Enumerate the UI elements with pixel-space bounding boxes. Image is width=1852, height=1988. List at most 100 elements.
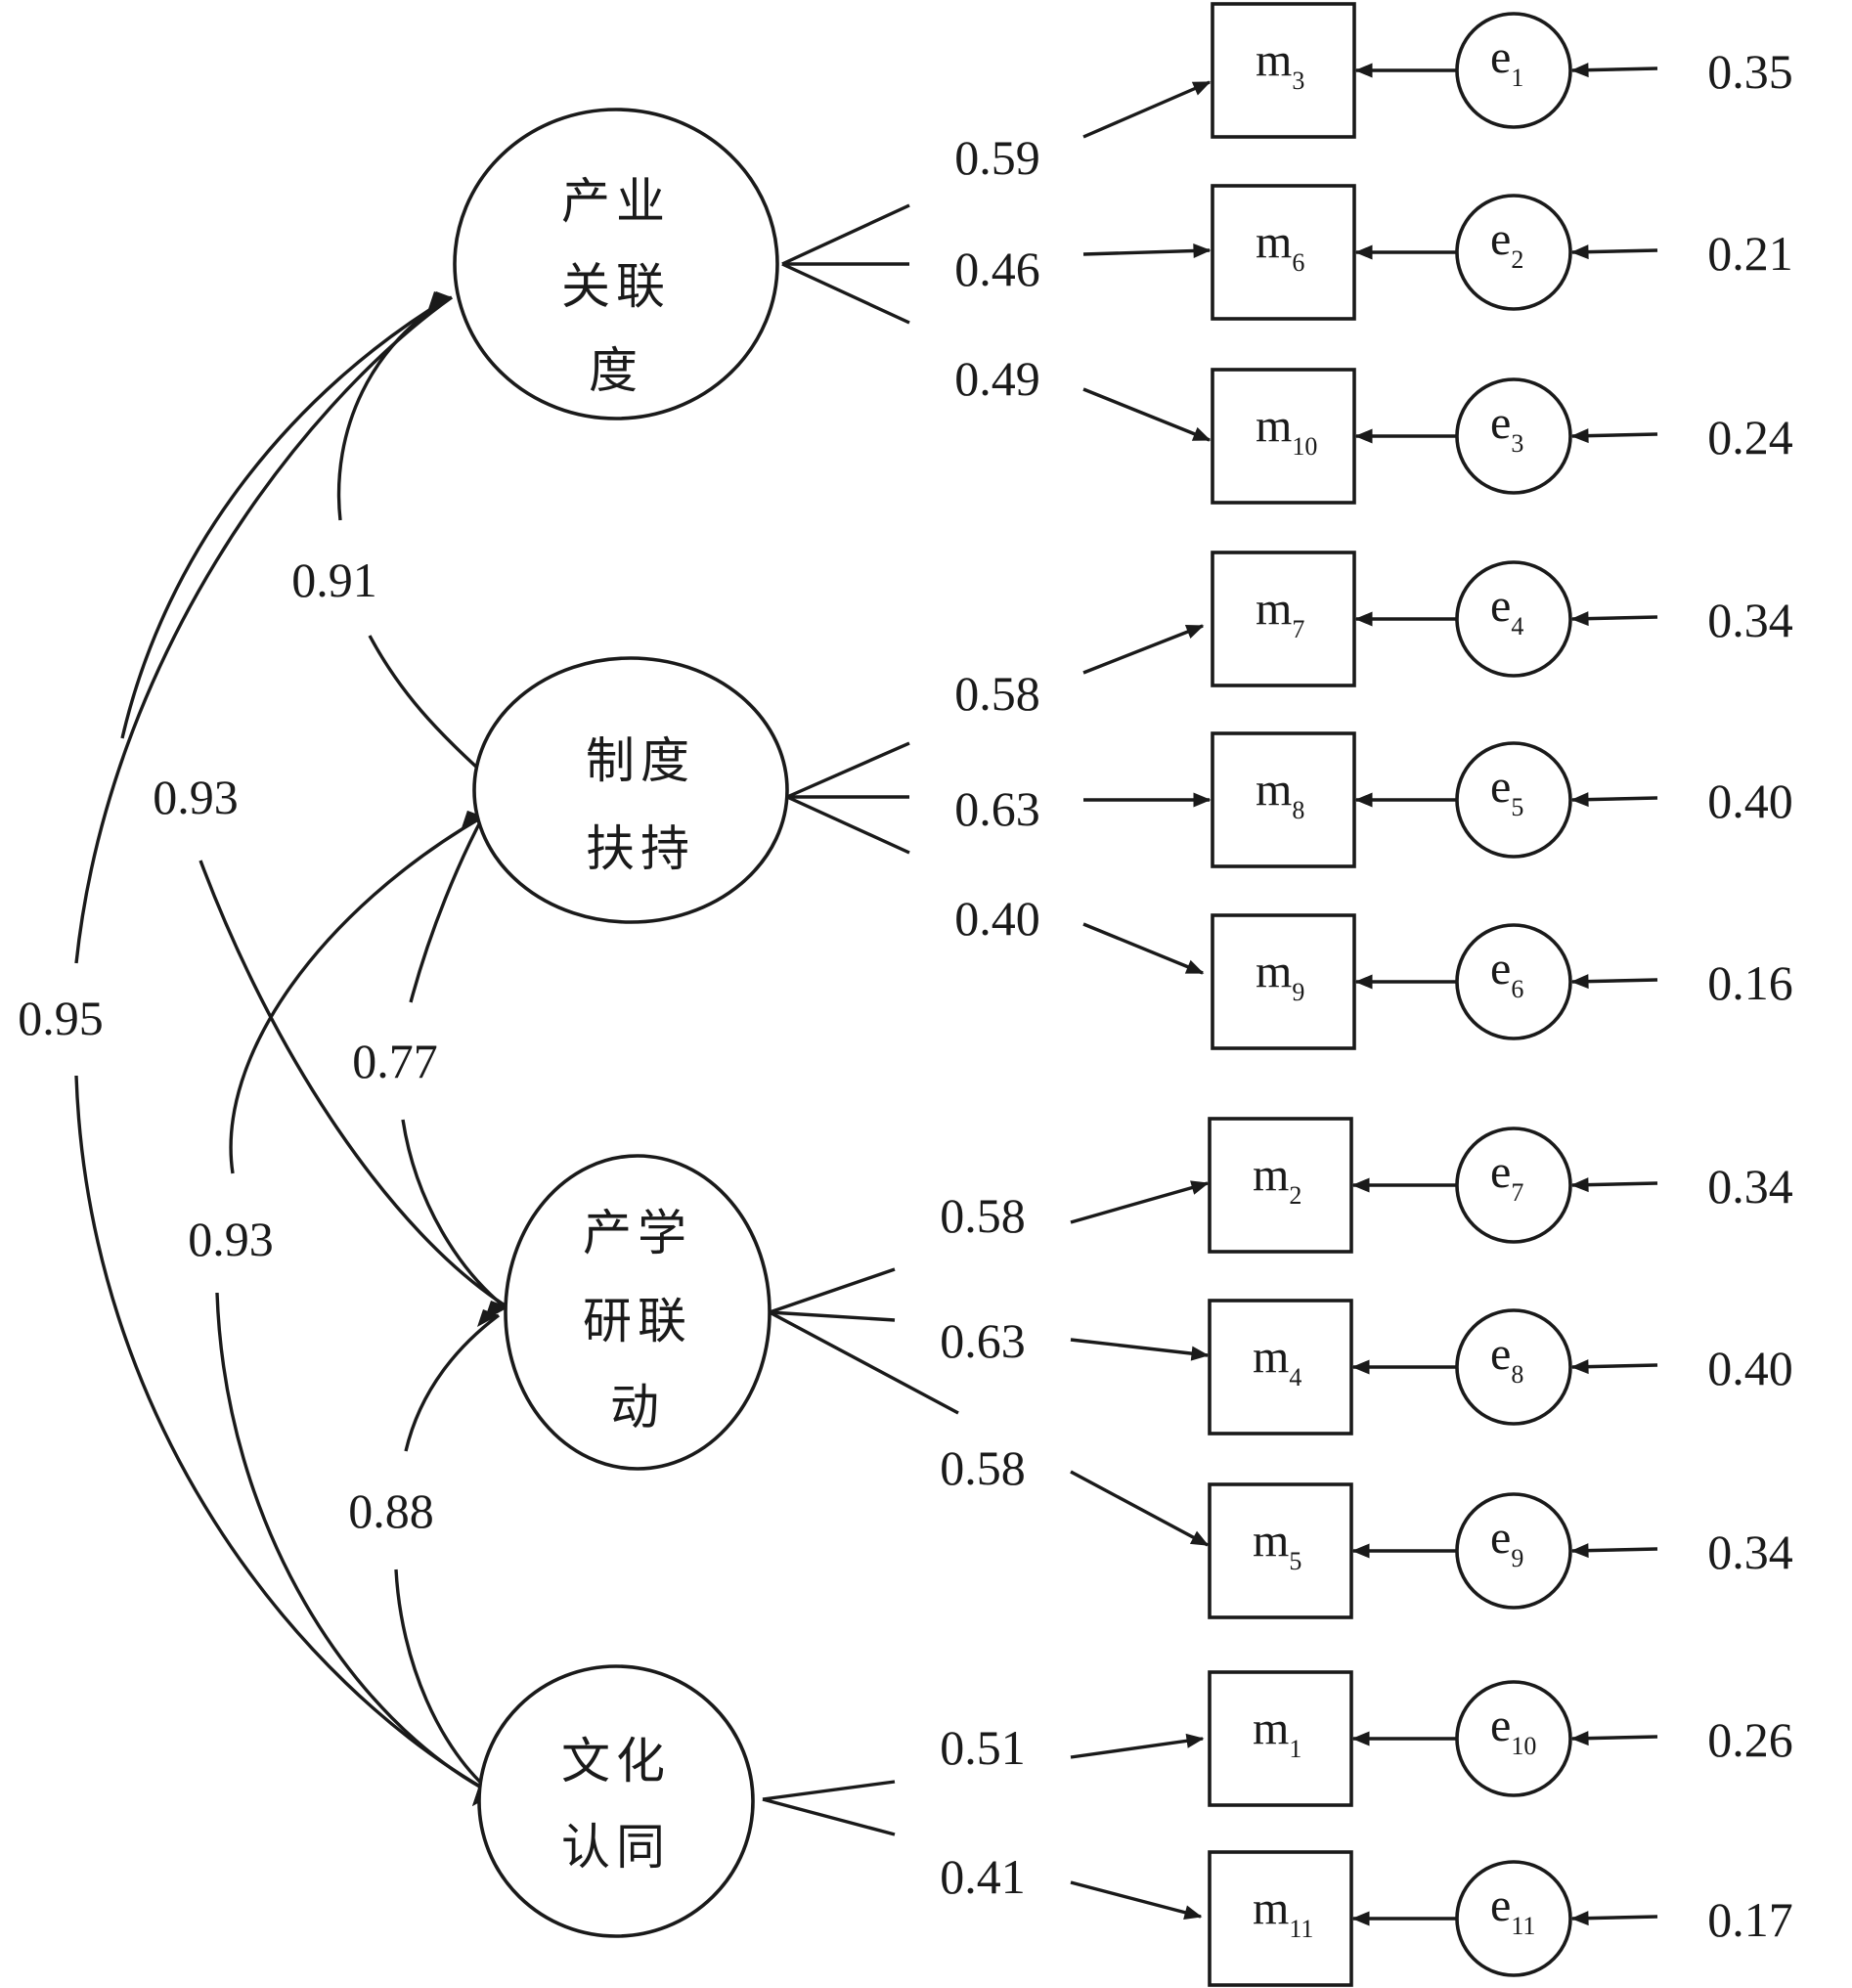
- factor-loading: 0.63: [954, 781, 1040, 836]
- error-variance: 0.34: [1707, 1524, 1793, 1579]
- indicator-label: m4: [1253, 1331, 1301, 1392]
- variance-arrow: [1570, 974, 1658, 990]
- error-circle: [1455, 1308, 1572, 1426]
- correlation-arc: [198, 860, 507, 1308]
- error-label: e5: [1490, 761, 1523, 821]
- variance-arrow: [1570, 1911, 1658, 1926]
- loading-arrow: [1082, 243, 1212, 259]
- factor-loading: 0.41: [940, 1849, 1026, 1904]
- latent-factor: [477, 1664, 755, 1938]
- error-label: e9: [1490, 1512, 1523, 1572]
- error-variance: 0.21: [1707, 226, 1793, 281]
- latent-label: 度: [589, 342, 643, 399]
- error-circle: [1455, 923, 1572, 1040]
- variance-arrow: [1570, 1177, 1658, 1193]
- error-circle: [1455, 377, 1572, 495]
- latent-label: 产业: [561, 173, 671, 230]
- loading-spoke: [762, 1797, 896, 1836]
- factor-loading: 0.59: [954, 130, 1040, 185]
- correlation-arc: [336, 295, 453, 521]
- factor-loading: 0.63: [940, 1313, 1026, 1368]
- variance-arrow: [1570, 792, 1658, 808]
- factor-loading: 0.49: [954, 351, 1040, 406]
- error-circle: [1455, 741, 1572, 859]
- loading-spoke: [769, 1310, 959, 1415]
- indicator-label: m2: [1253, 1149, 1301, 1210]
- correlation-value: 0.95: [18, 991, 104, 1045]
- variance-arrow: [1570, 63, 1658, 78]
- latent-label: 认同: [561, 1819, 671, 1876]
- correlation-arc: [409, 816, 485, 1003]
- indicator-box: [1211, 551, 1356, 687]
- error-label: e11: [1490, 1879, 1535, 1940]
- loading-arrow: [1070, 1733, 1205, 1759]
- indicator-box: [1211, 731, 1356, 868]
- latent-factor: [504, 1154, 772, 1471]
- correlation-arc: [74, 1075, 495, 1796]
- indicator-box: [1208, 1299, 1353, 1436]
- error-variance: 0.34: [1707, 1159, 1793, 1214]
- loading-spoke: [781, 203, 910, 266]
- factor-loading: 0.58: [940, 1188, 1026, 1243]
- variance-arrow: [1570, 1359, 1658, 1375]
- loading-arrow: [1082, 387, 1212, 442]
- correlation-arrowhead: [428, 291, 450, 309]
- latent-label: 动: [610, 1379, 665, 1436]
- loading-arrow: [1082, 922, 1205, 975]
- indicator-box: [1208, 1482, 1353, 1619]
- factor-loading: 0.58: [954, 666, 1040, 721]
- error-label: e1: [1490, 31, 1523, 92]
- error-label: e7: [1490, 1146, 1523, 1207]
- variance-arrow: [1570, 1731, 1658, 1746]
- latent-factor: [472, 656, 789, 924]
- correlation-arc: [74, 295, 453, 964]
- indicator-box: [1208, 1117, 1353, 1254]
- correlation-arc: [394, 1568, 496, 1796]
- error-circle: [1455, 1127, 1572, 1244]
- loading-arrow: [1082, 624, 1205, 675]
- error-circle: [1455, 194, 1572, 311]
- indicator-label: m11: [1253, 1882, 1313, 1943]
- indicator-label: m7: [1256, 583, 1304, 643]
- indicator-label: m1: [1253, 1702, 1301, 1763]
- indicator-box: [1208, 1850, 1353, 1987]
- loading-arrow: [1070, 1180, 1210, 1224]
- correlation-arc: [404, 1313, 501, 1452]
- error-circle: [1455, 1860, 1572, 1977]
- loading-spoke: [769, 1267, 896, 1314]
- indicator-label: m6: [1256, 216, 1304, 277]
- loading-spoke: [781, 262, 910, 325]
- loading-arrow: [1082, 80, 1212, 139]
- indicator-label: m5: [1253, 1515, 1301, 1575]
- correlation-value: 0.93: [153, 770, 239, 824]
- error-label: e3: [1490, 397, 1523, 458]
- error-label: e6: [1490, 943, 1523, 1003]
- correlation-arc: [120, 295, 451, 739]
- correlation-arc: [368, 635, 479, 770]
- correlation-value: 0.93: [188, 1212, 274, 1266]
- indicator-label: m10: [1256, 400, 1317, 461]
- correlation-arc: [229, 815, 484, 1174]
- loading-spoke: [762, 1780, 896, 1801]
- error-label: e2: [1490, 213, 1523, 274]
- correlation-arc: [401, 1119, 508, 1310]
- correlation-arrowhead: [477, 1309, 499, 1327]
- latent-label: 产学: [583, 1205, 692, 1261]
- indicator-box: [1211, 368, 1356, 505]
- correlation-value: 0.91: [291, 552, 377, 607]
- indicator-box: [1211, 913, 1356, 1050]
- latent-label: 扶持: [586, 820, 695, 877]
- indicator-label: m3: [1256, 34, 1304, 95]
- latent-label: 制度: [586, 732, 695, 789]
- indicator-label: m8: [1256, 764, 1304, 824]
- factor-loading: 0.46: [954, 242, 1040, 296]
- latent-label: 关联: [561, 258, 671, 315]
- error-variance: 0.26: [1707, 1712, 1793, 1767]
- variance-arrow: [1570, 611, 1658, 627]
- correlation-arc: [215, 1292, 495, 1796]
- indicator-box: [1211, 184, 1356, 321]
- loading-arrow: [1070, 1470, 1210, 1547]
- latent-label: 文化: [561, 1733, 671, 1789]
- correlation-value: 0.77: [352, 1034, 438, 1088]
